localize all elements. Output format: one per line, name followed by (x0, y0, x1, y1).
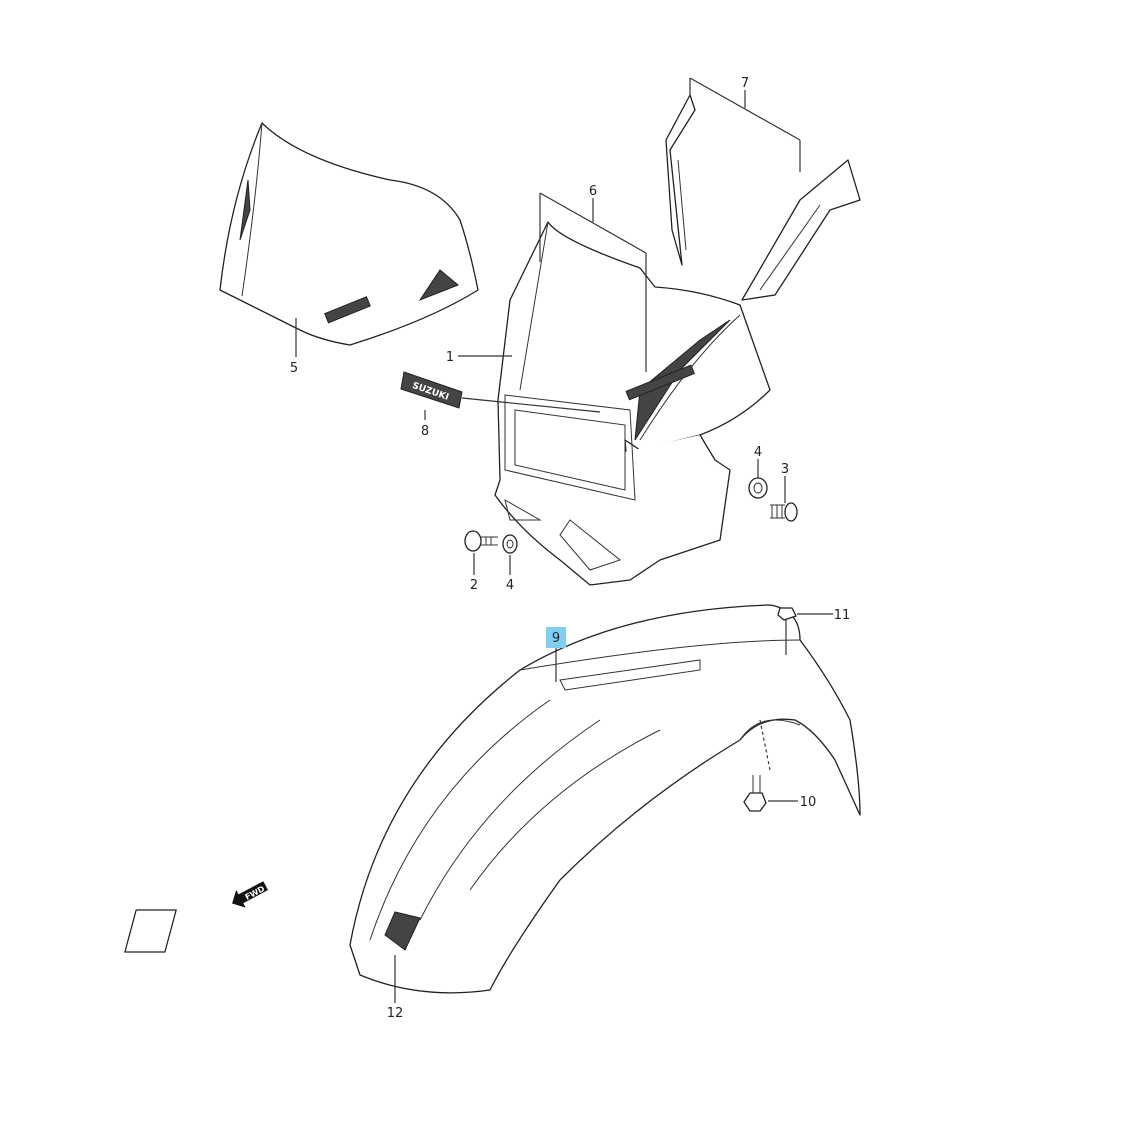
callout-12: 12 (387, 1006, 404, 1021)
callout-10: 10 (800, 795, 817, 810)
part-11-nut[interactable] (777, 607, 797, 621)
callout-9-highlight[interactable] (546, 627, 566, 648)
leader-lines (295, 77, 833, 1003)
part-4-bushing-left[interactable] (502, 534, 518, 554)
part-2-screw[interactable] (464, 530, 498, 552)
callout-4-right: 4 (754, 445, 762, 460)
part-5-visor[interactable] (219, 122, 479, 346)
forward-arrow-icon: FWD (232, 881, 269, 908)
callout-11: 11 (834, 608, 851, 623)
callout-7: 7 (741, 76, 749, 91)
callout-2: 2 (470, 578, 478, 593)
callout-3: 3 (781, 462, 789, 477)
part-8-suzuki-emblem[interactable]: SUZUKI (400, 371, 463, 409)
callout-6: 6 (589, 184, 597, 199)
callout-4-left: 4 (506, 578, 514, 593)
part-4-bushing-right[interactable] (748, 477, 768, 499)
callout-8: 8 (421, 424, 429, 439)
part-1-headlight-cowl[interactable] (494, 221, 771, 586)
callout-9[interactable]: 9 (552, 631, 560, 646)
part-10-bolt[interactable] (743, 775, 767, 812)
part-7-decals[interactable] (665, 94, 861, 301)
part-9-front-fender[interactable] (124, 604, 861, 994)
callout-1: 1 (446, 350, 454, 365)
callout-5: 5 (290, 361, 298, 376)
part-3-screw[interactable] (770, 502, 798, 522)
